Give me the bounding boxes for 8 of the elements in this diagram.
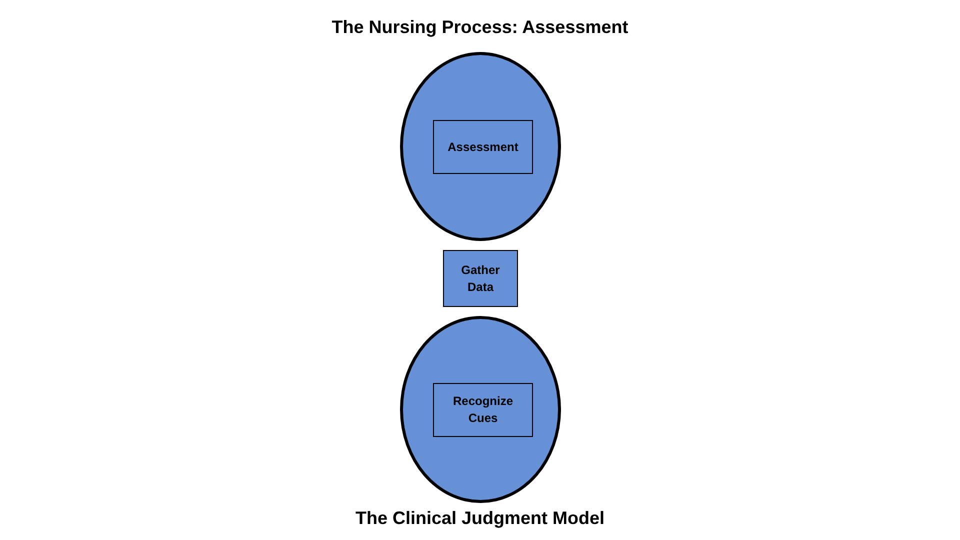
box-label: Gather Data [460,262,501,296]
process-box [433,120,533,174]
process-box [433,383,533,437]
diagram-title: The Nursing Process: Assessment [332,17,628,38]
process-box [443,250,518,307]
diagram-caption: The Clinical Judgment Model [355,508,605,529]
box-label: Assessment [448,138,518,156]
box-label: Recognize Cues [452,393,514,427]
